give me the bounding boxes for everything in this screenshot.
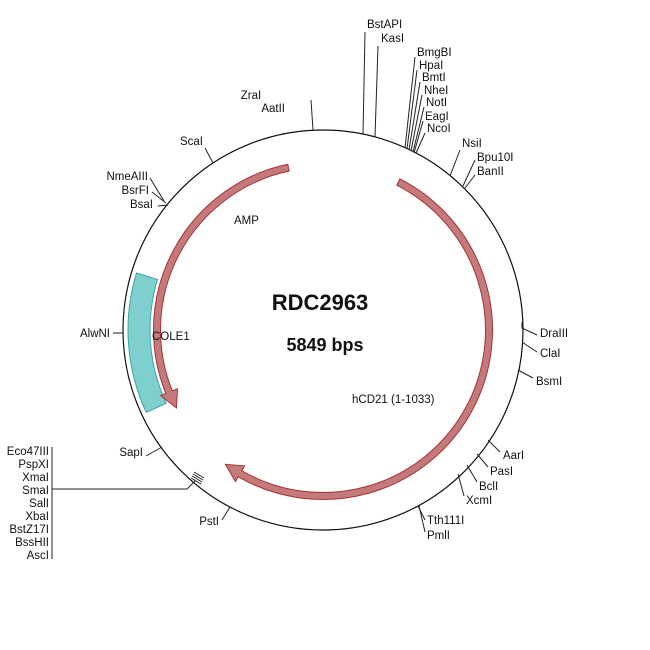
site-label: SmaI	[22, 485, 49, 497]
site-label: BclI	[479, 481, 498, 493]
site-label: BstAPI	[367, 19, 402, 31]
amp-label: AMP	[234, 215, 259, 227]
site-label: NotI	[426, 97, 447, 109]
site-label: NheI	[424, 85, 448, 97]
site-label: HpaI	[419, 60, 443, 72]
site-label: XmaI	[22, 472, 49, 484]
site-label: BsmI	[536, 376, 562, 388]
mcs-site-labels: Eco47III PspXI XmaI SmaI SalI XbaI BstZ1…	[7, 446, 49, 562]
site-label: AlwNI	[80, 328, 110, 340]
site-label: AscI	[27, 550, 49, 562]
site-label: KasI	[381, 33, 404, 45]
site-label: XbaI	[25, 511, 49, 523]
site-label: ScaI	[180, 136, 203, 148]
site-label: ZraI	[241, 90, 261, 102]
site-label: ClaI	[540, 348, 560, 360]
site-label: BsrFI	[122, 185, 149, 197]
site-label: BmgBI	[417, 47, 452, 59]
site-label: Tth111I	[427, 515, 464, 527]
site-leader-lines	[51, 31, 538, 559]
site-label: BstZ17I	[9, 524, 49, 536]
site-label: PmlI	[427, 530, 450, 542]
site-label: AatII	[261, 103, 285, 115]
amp-feature-arrow[interactable]	[153, 163, 290, 409]
cole1-label: COLE1	[152, 331, 190, 343]
site-label: BsaI	[130, 199, 153, 211]
site-label: PspXI	[18, 459, 49, 471]
site-label: Eco47III	[7, 446, 49, 458]
site-label: NsiI	[462, 138, 482, 150]
site-label: SapI	[119, 447, 143, 459]
site-label: AarI	[503, 450, 524, 462]
site-label: NcoI	[427, 123, 451, 135]
backbone-circle	[122, 129, 524, 531]
site-label: BmtI	[422, 72, 446, 84]
site-label: BanII	[477, 166, 504, 178]
site-label: DraIII	[540, 328, 568, 340]
mcs-tick-cluster	[190, 471, 205, 485]
site-label: XcmI	[466, 495, 492, 507]
site-label: SalI	[29, 498, 49, 510]
plasmid-size: 5849 bps	[286, 335, 363, 355]
hcd21-label: hCD21 (1-1033)	[352, 394, 435, 406]
site-label: PstI	[199, 516, 219, 528]
cole1-feature[interactable]	[127, 272, 167, 414]
site-label: Bpu10I	[477, 152, 513, 164]
hcd21-feature-arrow[interactable]	[224, 178, 493, 500]
site-label: EagI	[425, 111, 449, 123]
plasmid-name: RDC2963	[272, 290, 369, 315]
site-label: NmeAIII	[106, 171, 148, 183]
site-label: PasI	[490, 466, 513, 478]
site-label: BssHII	[15, 537, 49, 549]
